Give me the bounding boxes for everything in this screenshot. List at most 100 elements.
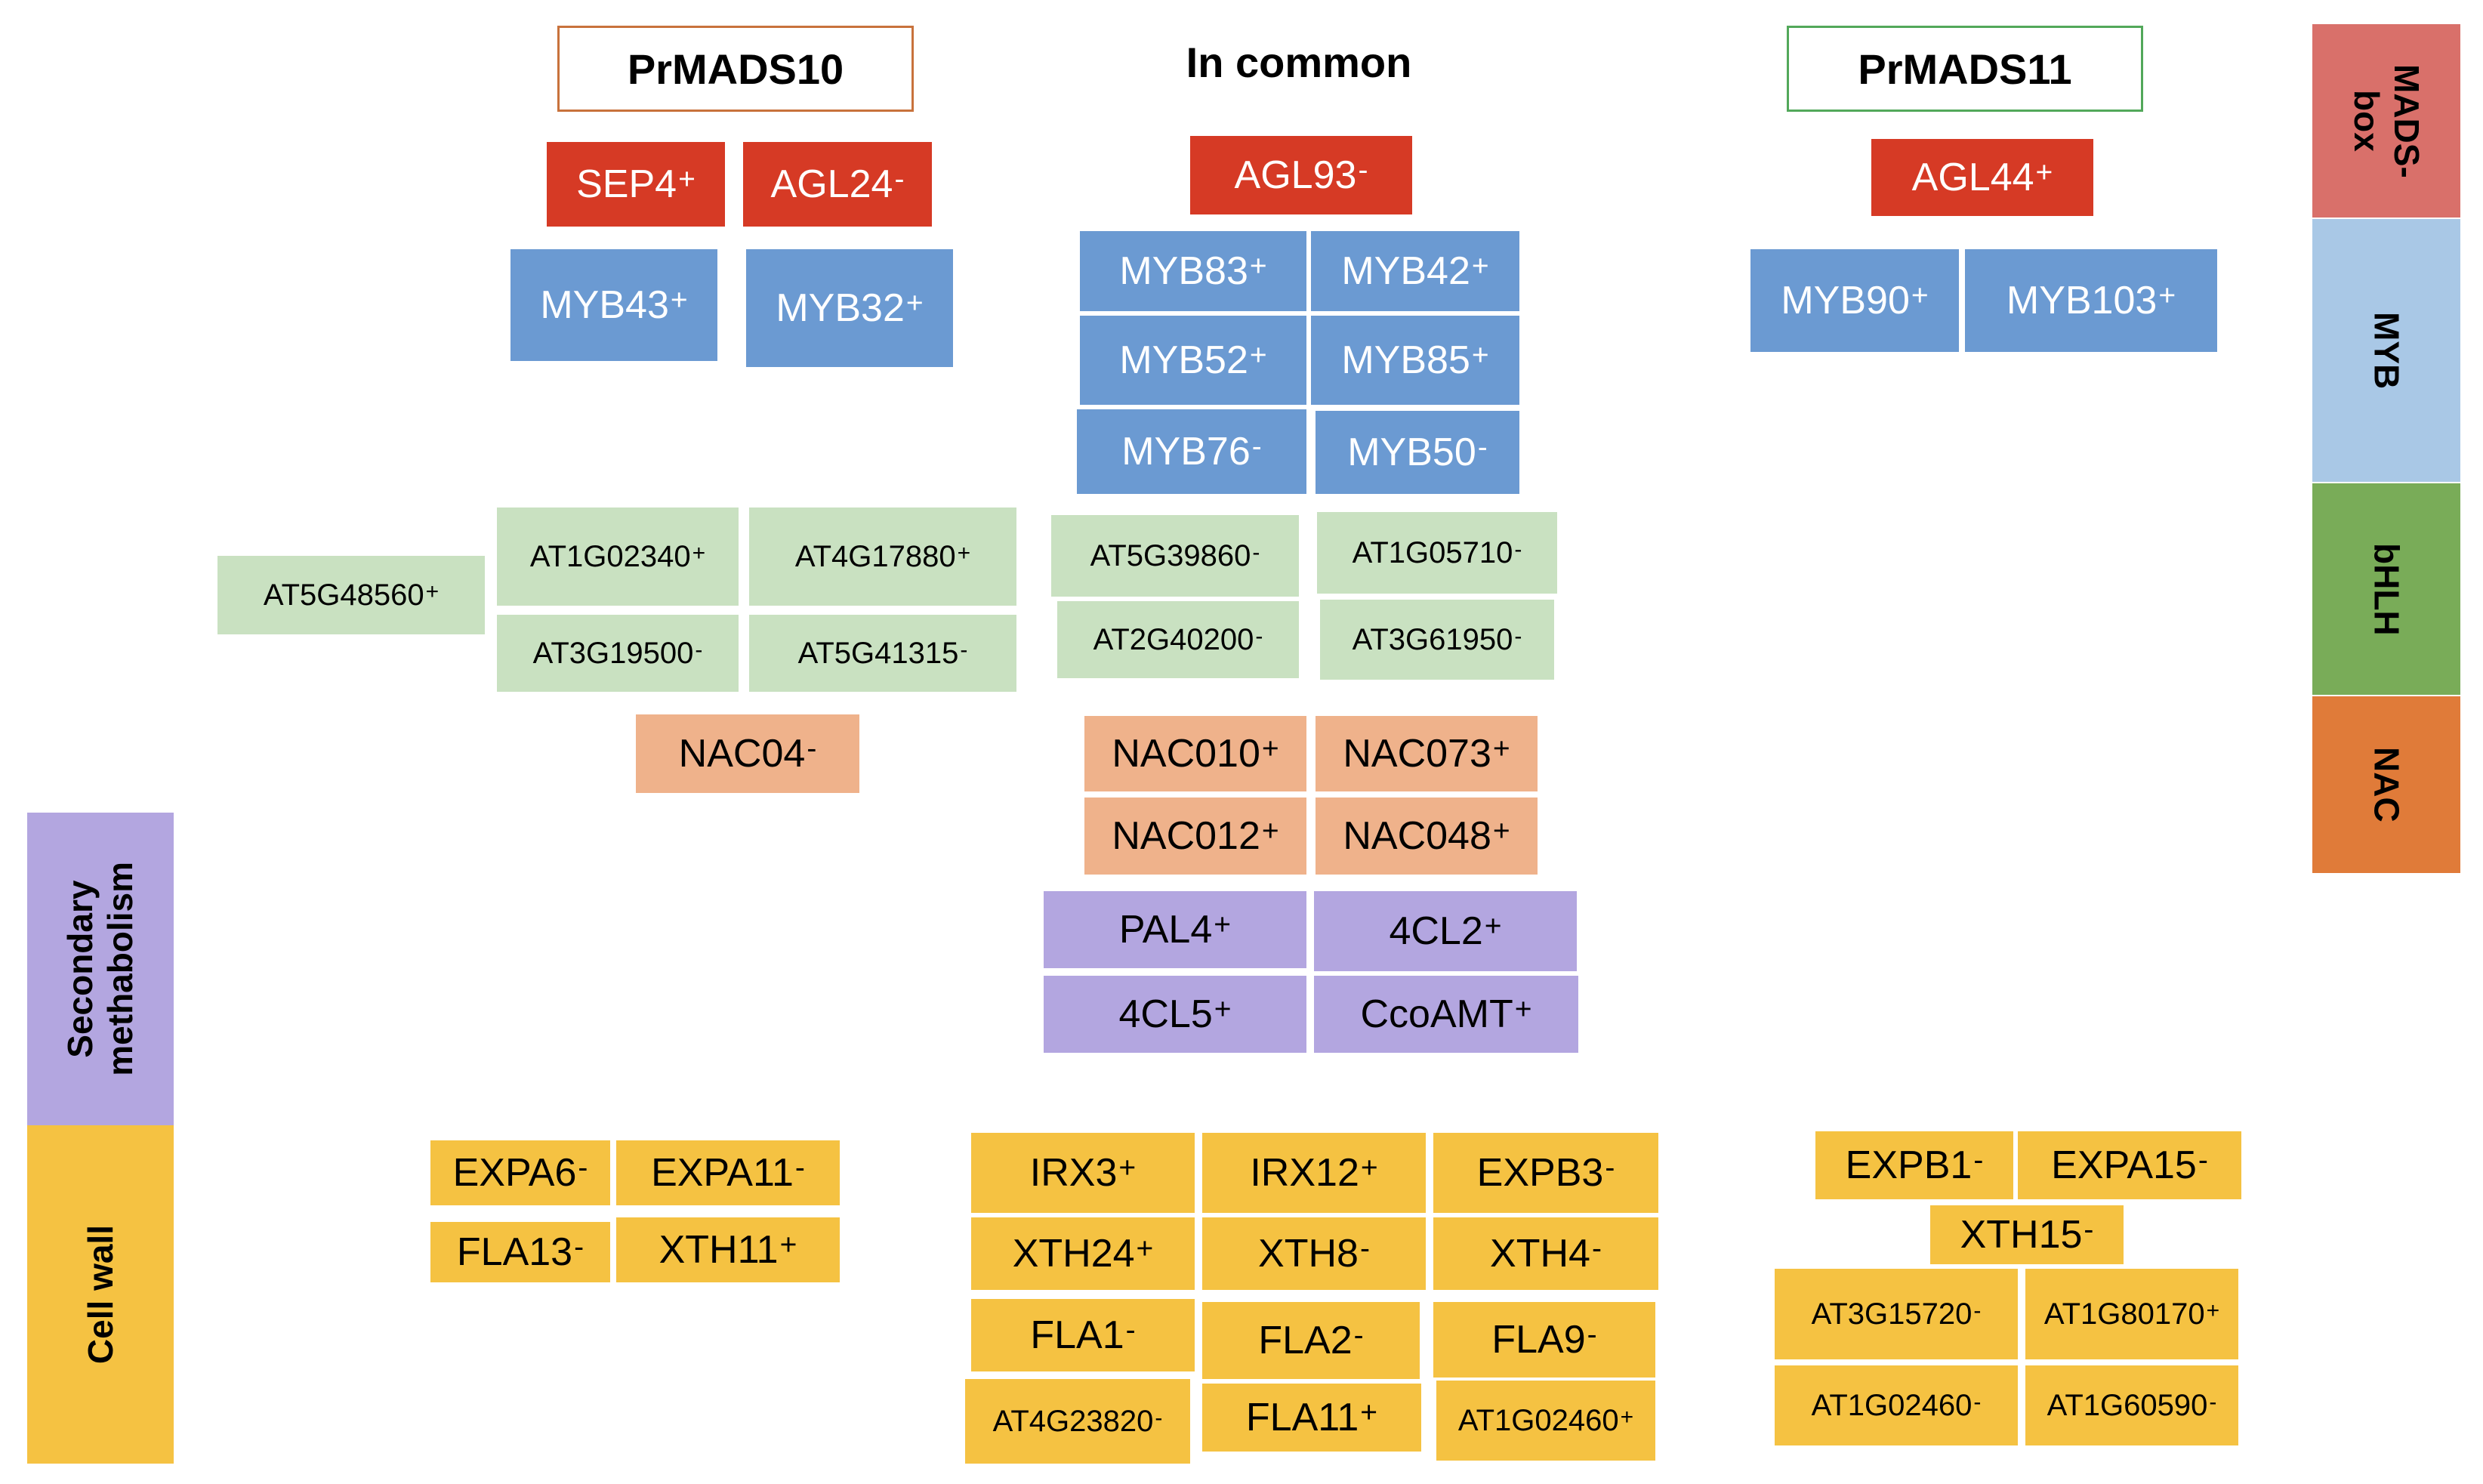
gene-name: NAC048 [1343, 814, 1491, 858]
gene-box-myb52: MYB52+ [1080, 316, 1306, 405]
gene-name: MYB50 [1347, 430, 1476, 474]
regulation-sign: - [1514, 623, 1522, 649]
regulation-sign: - [1155, 1405, 1163, 1430]
gene-name: AT5G48560 [263, 578, 424, 612]
gene-box-agl24: AGL24- [743, 142, 932, 227]
gene-box-at3g19500: AT3G19500- [497, 615, 739, 692]
header-prmads10: PrMADS10 [557, 26, 914, 112]
gene-name: NAC073 [1343, 732, 1491, 776]
gene-box-at1g02460-c: AT1G02460+ [1436, 1381, 1655, 1461]
regulation-sign: + [1471, 339, 1489, 372]
category-mads-box: MADS- box [2312, 24, 2460, 218]
regulation-sign: - [574, 1231, 585, 1264]
gene-box-at1g05710: AT1G05710- [1317, 512, 1557, 594]
regulation-sign: - [2198, 1144, 2208, 1177]
gene-name: XTH24 [1012, 1232, 1135, 1276]
gene-box-expa6: EXPA6- [430, 1140, 610, 1205]
gene-name: AGL93 [1234, 153, 1357, 197]
gene-name: AT3G15720 [1811, 1297, 1973, 1331]
gene-name: MYB76 [1121, 430, 1251, 474]
header-prmads11-label: PrMADS11 [1858, 45, 2072, 93]
gene-name: CcoAMT [1360, 992, 1513, 1036]
gene-box-myb50: MYB50- [1316, 411, 1519, 494]
gene-box-pal4: PAL4+ [1044, 891, 1306, 968]
category-myb: MYB [2312, 219, 2460, 482]
gene-name: XTH4 [1490, 1232, 1590, 1276]
category-secondary-metabolism-label: Secondary methabolism [60, 862, 140, 1076]
gene-name: NAC04 [678, 732, 806, 776]
gene-name: IRX12 [1250, 1151, 1359, 1195]
gene-name: FLA1 [1030, 1313, 1124, 1357]
gene-box-at5g39860: AT5G39860- [1051, 515, 1299, 597]
gene-box-nac048: NAC048+ [1316, 798, 1538, 875]
regulation-sign: + [2035, 156, 2053, 190]
gene-name: AT3G61950 [1352, 622, 1513, 656]
gene-name: MYB90 [1781, 279, 1910, 322]
gene-name: AT4G23820 [992, 1404, 1154, 1438]
regulation-sign: - [807, 733, 817, 766]
gene-box-myb43: MYB43+ [510, 249, 717, 361]
regulation-sign: + [1484, 910, 1502, 943]
regulation-sign: + [779, 1229, 797, 1262]
gene-box-xth8: XTH8- [1202, 1217, 1426, 1290]
gene-name: MYB32 [776, 286, 905, 330]
gene-name: PAL4 [1118, 908, 1213, 952]
regulation-sign: - [1973, 1144, 1984, 1177]
gene-name: NAC012 [1112, 814, 1260, 858]
regulation-sign: - [2209, 1389, 2217, 1415]
gene-box-xth11: XTH11+ [616, 1217, 840, 1282]
gene-box-at1g60590: AT1G60590- [2025, 1365, 2238, 1445]
gene-box-4cl2: 4CL2+ [1314, 891, 1577, 971]
regulation-sign: + [2206, 1297, 2220, 1323]
gene-name: XTH11 [659, 1228, 779, 1272]
gene-box-irx3: IRX3+ [971, 1133, 1195, 1213]
gene-name: MYB43 [540, 283, 669, 327]
regulation-sign: - [1477, 431, 1488, 464]
regulation-sign: - [1973, 1389, 1982, 1415]
gene-name: EXPA6 [452, 1151, 577, 1195]
category-bhlh-label: bHLH [2367, 542, 2407, 636]
regulation-sign: + [1514, 993, 1532, 1026]
gene-name: XTH15 [1960, 1213, 2083, 1257]
category-mads-box-label: MADS- box [2347, 63, 2426, 178]
regulation-sign: - [1591, 1233, 1602, 1266]
gene-name: AT2G40200 [1093, 622, 1254, 656]
gene-box-agl44: AGL44+ [1871, 139, 2093, 216]
regulation-sign: + [957, 540, 971, 566]
regulation-sign: + [1214, 993, 1232, 1026]
gene-name: FLA11 [1245, 1396, 1359, 1439]
regulation-sign: + [905, 287, 924, 320]
gene-box-at2g40200: AT2G40200- [1057, 601, 1299, 678]
regulation-sign: + [425, 578, 440, 604]
header-prmads11: PrMADS11 [1787, 26, 2143, 112]
gene-box-nac010: NAC010+ [1084, 716, 1306, 791]
gene-box-myb83: MYB83+ [1080, 231, 1306, 311]
category-bhlh: bHLH [2312, 483, 2460, 695]
gene-name: MYB42 [1341, 249, 1470, 293]
regulation-sign: + [670, 284, 688, 317]
gene-name: AT3G19500 [532, 636, 694, 670]
gene-box-fla13: FLA13- [430, 1222, 610, 1282]
gene-box-at1g80170: AT1G80170+ [2025, 1269, 2238, 1359]
gene-box-expa11: EXPA11- [616, 1140, 840, 1205]
category-cell-wall-label: Cell wall [80, 1224, 120, 1365]
regulation-sign: - [1255, 623, 1263, 649]
gene-name: EXPA15 [2051, 1143, 2197, 1187]
gene-box-xth24: XTH24+ [971, 1217, 1195, 1290]
gene-name: IRX3 [1029, 1151, 1118, 1195]
gene-name: AT4G17880 [794, 539, 956, 573]
gene-box-ccoamt: CcoAMT+ [1314, 976, 1578, 1053]
gene-box-at1g02460-r: AT1G02460- [1775, 1365, 2018, 1445]
gene-box-myb85: MYB85+ [1311, 316, 1519, 405]
gene-name: MYB52 [1119, 338, 1248, 382]
gene-name: MYB83 [1119, 249, 1248, 293]
regulation-sign: - [960, 637, 968, 662]
gene-box-at5g48560: AT5G48560+ [217, 556, 485, 634]
gene-name: AT1G60590 [2047, 1388, 2208, 1422]
regulation-sign: - [1973, 1297, 1982, 1323]
regulation-sign: - [794, 1152, 805, 1185]
regulation-sign: + [692, 540, 706, 566]
regulation-sign: - [578, 1152, 588, 1185]
regulation-sign: - [1353, 1319, 1364, 1353]
regulation-sign: + [1360, 1396, 1378, 1430]
